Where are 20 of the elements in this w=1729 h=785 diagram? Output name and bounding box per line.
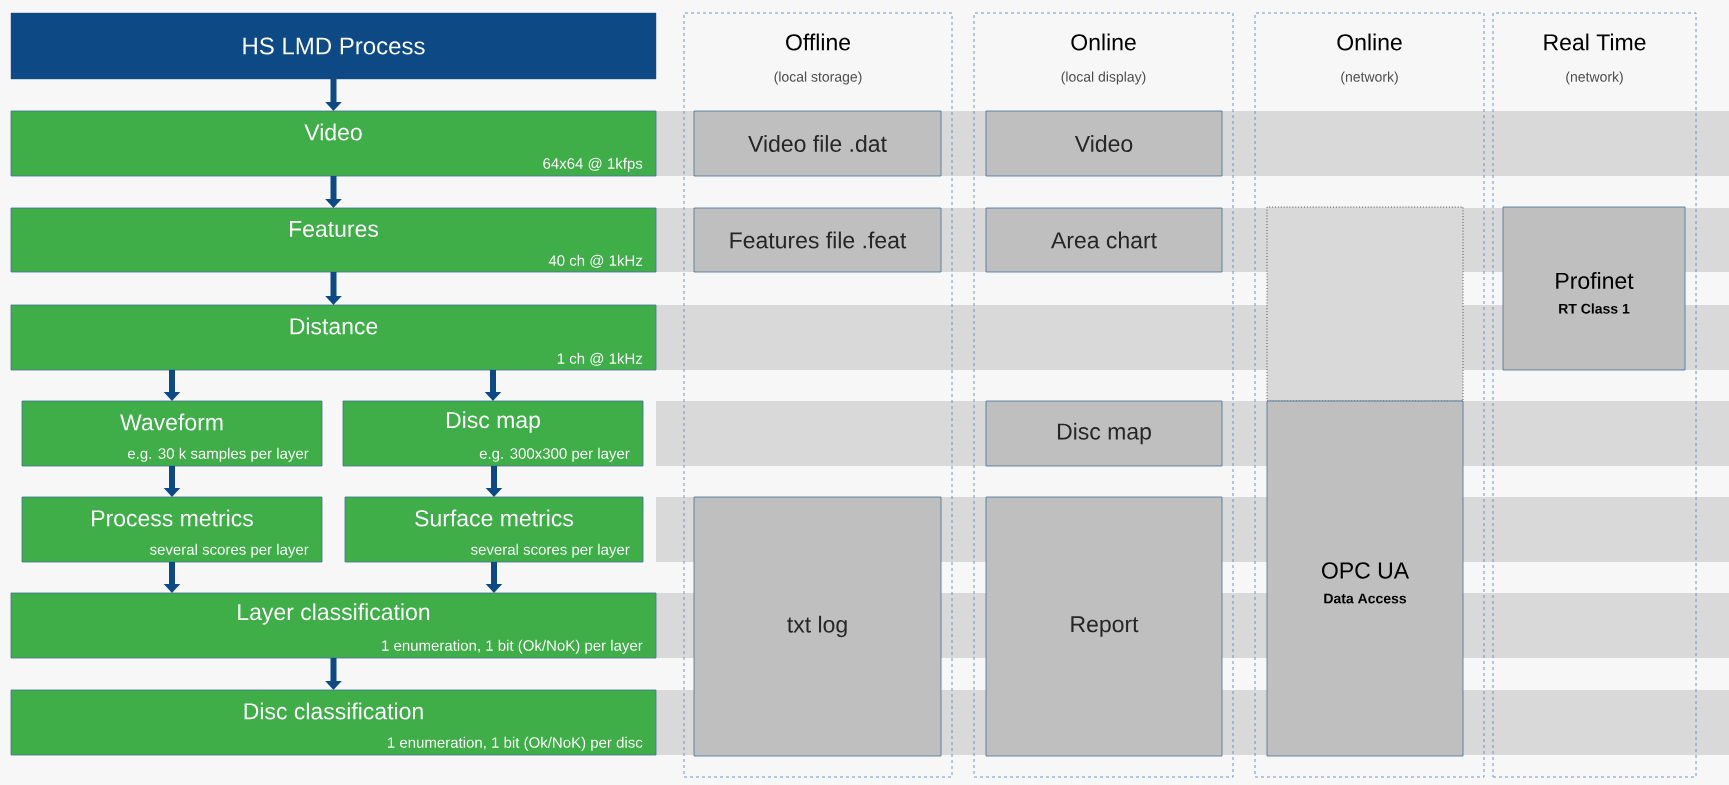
process-box: Process metrics several scores per layer [21, 496, 323, 563]
process-box: Waveform e.g. 30 k samples per layer [21, 400, 323, 467]
process-box: Features 40 ch @ 1kHz [10, 207, 657, 273]
process-box: Disc classification 1 enumeration, 1 bit (Ok/NoK) per disc [10, 689, 657, 756]
output-box: Report [985, 496, 1223, 757]
output-box: Disc map [985, 400, 1223, 467]
process-box: Distance 1 ch @ 1kHz [10, 304, 657, 371]
output-box: Area chart [985, 207, 1223, 273]
title-bar: HS LMD Process [10, 12, 657, 80]
output-box: txt log [693, 496, 942, 757]
output-box: OPC UA Data Access [1266, 400, 1464, 757]
process-box: Layer classification 1 enumeration, 1 bit (Ok/NoK) per layer [10, 592, 657, 659]
process-box: Surface metrics several scores per layer [344, 496, 644, 563]
output-box: Video [985, 110, 1223, 177]
output-box: Profinet RT Class 1 [1502, 206, 1686, 371]
empty-box [1266, 206, 1464, 402]
output-box: Video file .dat [693, 110, 942, 177]
process-box: Video 64x64 @ 1kfps [10, 110, 657, 177]
process-box: Disc map e.g. 300x300 per layer [342, 400, 644, 467]
output-box: Features file .feat [693, 207, 942, 273]
